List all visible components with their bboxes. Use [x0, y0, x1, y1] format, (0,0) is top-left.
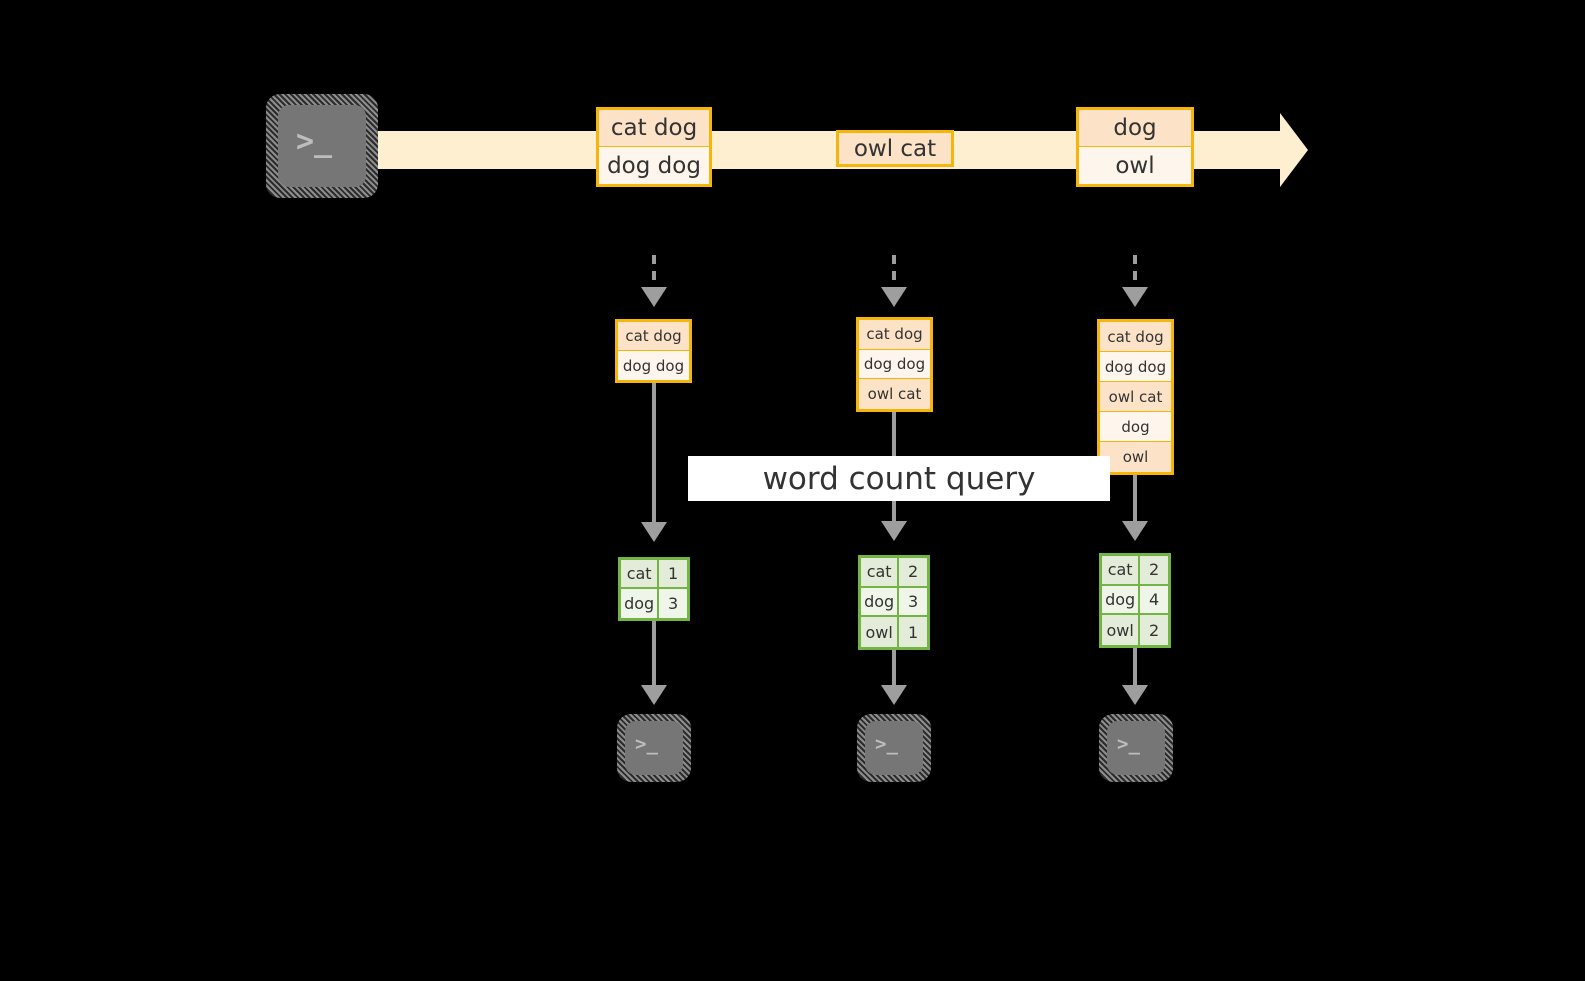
- result-count-cell: 2: [899, 558, 927, 586]
- terminal-screen: [625, 721, 683, 775]
- result-table-2[interactable]: cat 2 dog 3 owl 1: [858, 555, 930, 650]
- result-row: dog 3: [861, 587, 927, 618]
- snapshot-line: dog dog: [618, 351, 689, 380]
- snapshot-to-result-connector-1: [652, 383, 656, 524]
- sink-terminal-icon-3[interactable]: >_: [1099, 714, 1173, 782]
- result-word-cell: owl: [861, 617, 900, 647]
- dashed-connector-arrowhead-2: [881, 287, 907, 307]
- result-word-cell: dog: [1102, 585, 1141, 614]
- snapshot-line: dog dog: [859, 349, 930, 380]
- result-row: owl 2: [1102, 615, 1168, 645]
- result-to-sink-connector-2: [892, 650, 896, 687]
- stream-event-line: owl: [1079, 147, 1191, 184]
- result-count-cell: 4: [1140, 585, 1168, 614]
- snapshot-box-1[interactable]: cat dog dog dog: [615, 319, 692, 383]
- result-to-sink-arrowhead-2: [881, 685, 907, 705]
- stream-event-box-1[interactable]: cat dog dog dog: [596, 107, 712, 187]
- snapshot-line: cat dog: [1100, 322, 1171, 352]
- dashed-connector-2: [892, 255, 896, 289]
- result-word-cell: cat: [621, 560, 660, 587]
- snapshot-line: owl cat: [859, 379, 930, 409]
- result-row: owl 1: [861, 617, 927, 647]
- snapshot-line: owl cat: [1100, 382, 1171, 412]
- sink-terminal-icon-1[interactable]: >_: [617, 714, 691, 782]
- snapshot-line: dog dog: [1100, 352, 1171, 382]
- result-row: dog 3: [621, 589, 687, 618]
- dashed-connector-arrowhead-3: [1122, 287, 1148, 307]
- result-count-cell: 3: [659, 589, 687, 618]
- result-word-cell: dog: [621, 589, 660, 618]
- result-word-cell: owl: [1102, 615, 1141, 645]
- result-row: cat 2: [1102, 556, 1168, 586]
- stream-event-line: cat dog: [599, 110, 709, 147]
- dashed-connector-3: [1133, 255, 1137, 289]
- result-count-cell: 1: [659, 560, 687, 587]
- result-row: cat 2: [861, 558, 927, 588]
- snapshot-to-result-connector-3: [1133, 475, 1137, 523]
- snapshot-box-3[interactable]: cat dog dog dog owl cat dog owl: [1097, 319, 1174, 475]
- stream-event-line: dog: [1079, 110, 1191, 147]
- terminal-prompt-glyph: >_: [875, 733, 898, 755]
- result-table-3[interactable]: cat 2 dog 4 owl 2: [1099, 553, 1171, 648]
- sink-terminal-icon-2[interactable]: >_: [857, 714, 931, 782]
- stream-event-box-2[interactable]: owl cat: [836, 130, 954, 167]
- snapshot-line: cat dog: [618, 322, 689, 351]
- result-table-1[interactable]: cat 1 dog 3: [618, 557, 690, 621]
- result-to-sink-arrowhead-3: [1122, 685, 1148, 705]
- result-count-cell: 2: [1140, 615, 1168, 645]
- stream-event-line: dog dog: [599, 147, 709, 184]
- stream-event-box-3[interactable]: dog owl: [1076, 107, 1194, 187]
- source-terminal-icon[interactable]: >_: [266, 94, 378, 198]
- terminal-prompt-glyph: >_: [1117, 733, 1140, 755]
- result-word-cell: cat: [1102, 556, 1141, 584]
- result-to-sink-connector-3: [1133, 648, 1137, 687]
- result-count-cell: 1: [899, 617, 927, 647]
- result-row: cat 1: [621, 560, 687, 589]
- result-word-cell: cat: [861, 558, 900, 586]
- stream-arrow-head: [1280, 113, 1308, 187]
- result-to-sink-connector-1: [652, 621, 656, 687]
- terminal-screen: [278, 105, 366, 187]
- dashed-connector-1: [652, 255, 656, 289]
- dashed-connector-arrowhead-1: [641, 287, 667, 307]
- terminal-prompt-glyph: >_: [296, 124, 333, 159]
- snapshot-line: dog: [1100, 412, 1171, 442]
- result-count-cell: 3: [899, 587, 927, 616]
- result-row: dog 4: [1102, 585, 1168, 616]
- snapshot-line: cat dog: [859, 320, 930, 350]
- query-label-band: [688, 456, 1110, 501]
- snapshot-to-result-arrowhead-3: [1122, 521, 1148, 541]
- snapshot-line: owl: [1100, 442, 1171, 472]
- terminal-prompt-glyph: >_: [635, 733, 658, 755]
- stream-event-line: owl cat: [839, 133, 951, 164]
- snapshot-to-result-arrowhead-1: [641, 522, 667, 542]
- terminal-screen: [865, 721, 923, 775]
- snapshot-to-result-arrowhead-2: [881, 521, 907, 541]
- result-count-cell: 2: [1140, 556, 1168, 584]
- result-to-sink-arrowhead-1: [641, 685, 667, 705]
- query-label-text: word count query: [762, 461, 1036, 497]
- result-word-cell: dog: [861, 587, 900, 616]
- snapshot-box-2[interactable]: cat dog dog dog owl cat: [856, 317, 933, 412]
- terminal-screen: [1107, 721, 1165, 775]
